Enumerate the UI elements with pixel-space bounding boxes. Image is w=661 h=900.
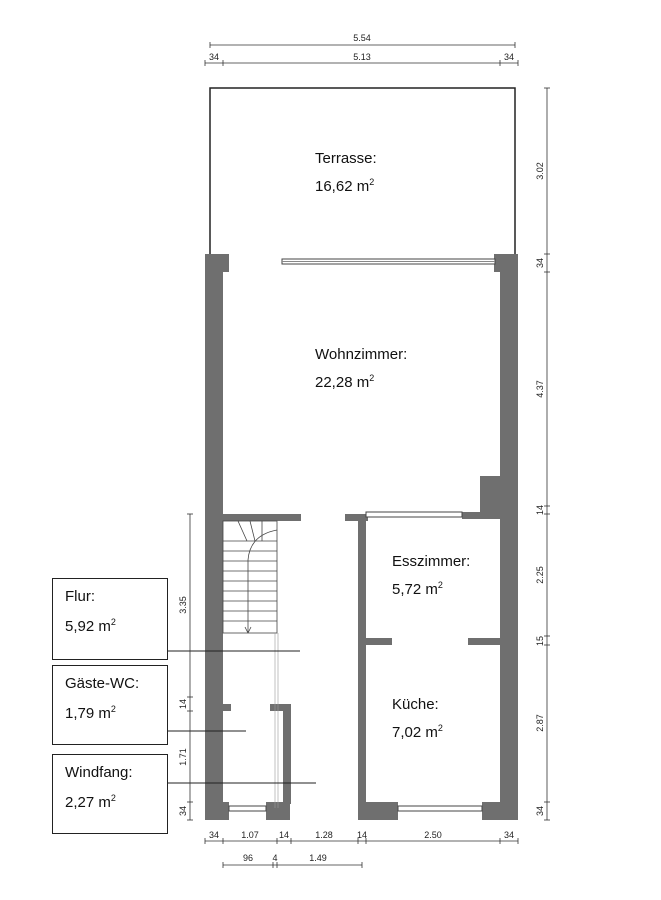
room-kueche-area: 7,02 m2 xyxy=(392,723,443,741)
legend-gaeste-wc-area: 1,79 m2 xyxy=(65,704,116,722)
dim-left-wc: 1.71 xyxy=(178,748,188,766)
dim-left-wall: 14 xyxy=(178,699,188,709)
wall-center-top xyxy=(345,514,368,521)
room-wohnzimmer-area: 22,28 m2 xyxy=(315,373,374,391)
wall-left xyxy=(205,254,223,820)
dim-top-right: 34 xyxy=(504,52,514,62)
wall-right xyxy=(500,254,518,820)
dim-bottom-c: 14 xyxy=(279,830,289,840)
legend-flur-area: 5,92 m2 xyxy=(65,617,116,635)
room-terrasse-name: Terrasse: xyxy=(315,150,377,167)
window-bottom-left xyxy=(228,805,267,812)
wall-stair-top xyxy=(223,514,301,521)
wall-bottom-mid xyxy=(266,802,290,820)
legend-windfang-name: Windfang: xyxy=(65,764,133,781)
wall-wc-right xyxy=(283,704,291,804)
dim-right-wohn: 4.37 xyxy=(535,380,545,398)
dimension-lines xyxy=(187,42,550,868)
dim-left-bottom: 34 xyxy=(178,806,188,816)
wall-wc-stub xyxy=(270,704,288,711)
staircase xyxy=(222,520,279,808)
chimney xyxy=(480,476,502,512)
legend-gaeste-wc: Gäste-WC: 1,79 m2 xyxy=(52,665,168,745)
walls xyxy=(205,254,518,820)
legend-windfang-area: 2,27 m2 xyxy=(65,793,116,811)
dim-right-ess: 2.25 xyxy=(535,566,545,584)
dim-bottom-d: 1.28 xyxy=(315,830,333,840)
dim-right-kueche: 2.87 xyxy=(535,714,545,732)
dim-bottom-b: 1.07 xyxy=(241,830,259,840)
window-ess xyxy=(365,511,463,518)
legend-gaeste-wc-name: Gäste-WC: xyxy=(65,675,140,692)
wall-wc-left-stub xyxy=(223,704,231,711)
dim-right-wall3: 15 xyxy=(535,636,545,646)
terrace xyxy=(209,87,516,256)
dim-bottom-g: 34 xyxy=(504,830,514,840)
room-esszimmer-area: 5,72 m2 xyxy=(392,580,443,598)
dim-bottom-f: 2.50 xyxy=(424,830,442,840)
legend-flur: Flur: 5,92 m2 xyxy=(52,578,168,660)
room-esszimmer-name: Esszimmer: xyxy=(392,553,470,570)
dim-bottom2-a: 96 xyxy=(243,853,253,863)
dim-bottom2-c: 1.49 xyxy=(309,853,327,863)
wall-right-top-stub xyxy=(494,254,518,272)
wall-partition-right xyxy=(468,638,502,645)
room-kueche-name: Küche: xyxy=(392,696,439,713)
legend-flur-name: Flur: xyxy=(65,588,95,605)
window-bottom-kueche xyxy=(397,805,483,812)
dim-bottom-e: 14 xyxy=(357,830,367,840)
dim-bottom2-b: 4 xyxy=(272,853,277,863)
wall-left-top-stub xyxy=(205,254,229,272)
wall-bottom-k2 xyxy=(482,802,518,820)
room-terrasse-area: 16,62 m2 xyxy=(315,177,374,195)
dim-top-inner: 5.13 xyxy=(353,52,371,62)
dim-right-wall1: 34 xyxy=(535,258,545,268)
wall-bottom-left xyxy=(205,802,229,820)
dim-right-wall2: 14 xyxy=(535,505,545,515)
wall-bottom-k1 xyxy=(358,802,398,820)
windows xyxy=(228,258,496,812)
dim-top-total: 5.54 xyxy=(353,33,371,43)
dim-right-wall4: 34 xyxy=(535,806,545,816)
dim-top-left: 34 xyxy=(209,52,219,62)
dim-right-terrasse: 3.02 xyxy=(535,162,545,180)
wall-center xyxy=(358,514,366,820)
wall-partition-left xyxy=(366,638,392,645)
wall-ess-top xyxy=(462,512,502,519)
legend-windfang: Windfang: 2,27 m2 xyxy=(52,754,168,834)
dim-bottom-a: 34 xyxy=(209,830,219,840)
dim-left-stair: 3.35 xyxy=(178,596,188,614)
room-wohnzimmer-name: Wohnzimmer: xyxy=(315,346,407,363)
